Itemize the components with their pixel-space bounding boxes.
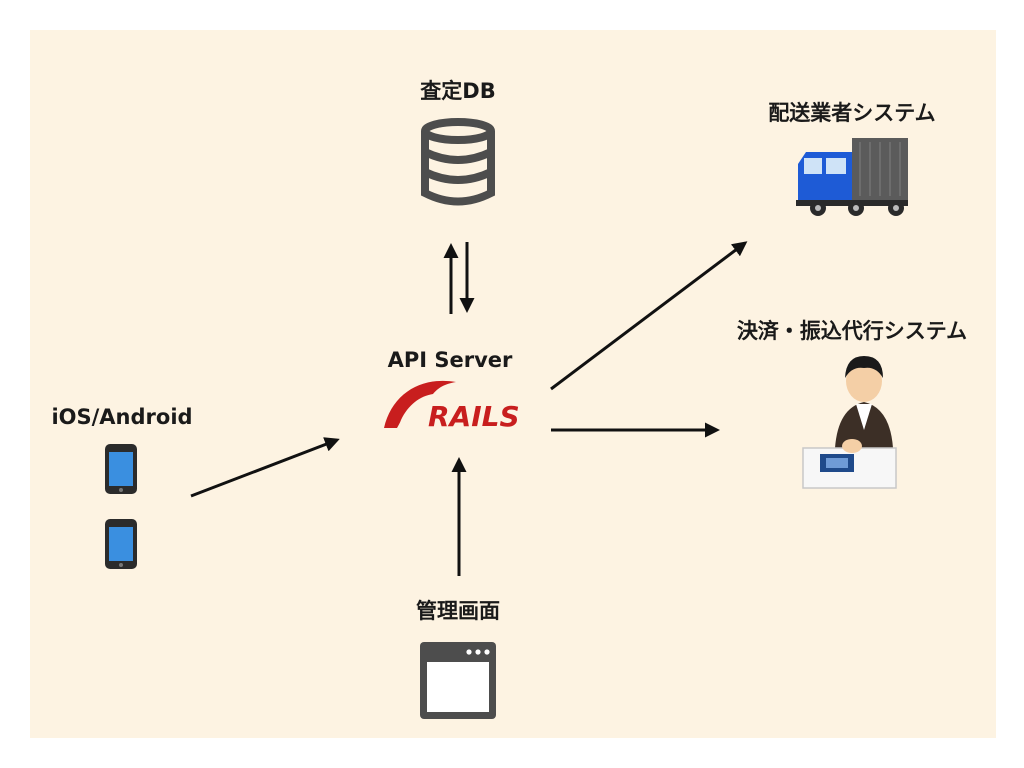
api-node: API Server RAILS bbox=[384, 348, 520, 433]
cashier-person-icon bbox=[802, 356, 897, 489]
browser-window-icon bbox=[420, 642, 496, 719]
truck-icon bbox=[796, 138, 908, 216]
rails-logo-text: RAILS bbox=[428, 400, 520, 433]
smartphone-icon bbox=[105, 444, 137, 494]
payment-node: 決済・振込代行システム bbox=[737, 319, 967, 489]
arrow-api-to-delivery bbox=[550, 241, 748, 391]
delivery-label: 配送業者システム bbox=[768, 101, 935, 125]
arrow-client-to-api bbox=[190, 437, 340, 498]
delivery-node: 配送業者システム bbox=[768, 101, 936, 216]
payment-label: 決済・振込代行システム bbox=[737, 319, 967, 343]
db-label: 査定DB bbox=[420, 79, 495, 103]
db-node: 査定DB bbox=[420, 79, 496, 206]
database-icon bbox=[421, 118, 495, 206]
client-node: iOS/Android bbox=[51, 405, 193, 569]
admin-node: 管理画面 bbox=[416, 599, 500, 719]
smartphone-icon bbox=[105, 519, 137, 569]
diagram-background bbox=[30, 30, 996, 738]
client-label: iOS/Android bbox=[51, 405, 192, 429]
rails-logo: RAILS bbox=[384, 380, 520, 433]
db-api-arrows bbox=[443, 242, 475, 314]
api-label: API Server bbox=[388, 348, 513, 372]
admin-label: 管理画面 bbox=[416, 599, 500, 623]
